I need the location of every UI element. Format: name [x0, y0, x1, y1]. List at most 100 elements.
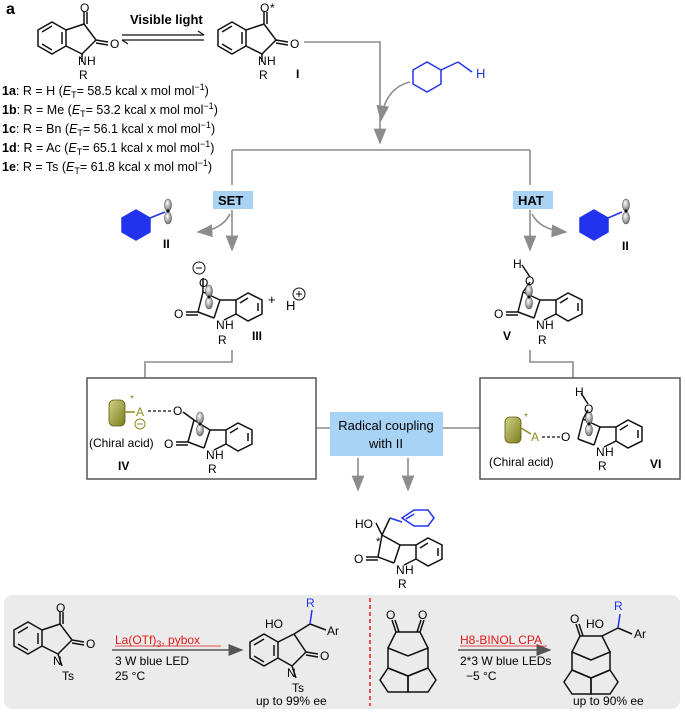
V-N: N	[536, 318, 545, 332]
IV-acid-A: A	[136, 405, 144, 419]
final-R: R	[398, 577, 407, 591]
VI-O: O	[561, 430, 570, 444]
IV-radical-dot	[198, 422, 202, 426]
radical-II-right: II	[622, 239, 629, 253]
IV-O-side: O	[164, 437, 173, 451]
intermediate-IV-label: IV	[118, 459, 129, 473]
proton-plus-circle	[292, 287, 306, 301]
right-product-structure	[563, 623, 633, 695]
left-product-HO: HO	[265, 617, 283, 631]
V-radical-dot	[527, 295, 531, 299]
IV-minus-circle	[134, 418, 146, 430]
III-R: R	[218, 333, 227, 347]
IV-O: O	[173, 404, 182, 418]
VI-lobe-bottom	[585, 423, 593, 437]
III-radical-dot	[207, 295, 211, 299]
V-O-side: O	[494, 307, 503, 321]
left-light: 3 W blue LED	[115, 654, 189, 668]
left-product-R: R	[306, 596, 315, 610]
excited-isatin-structure	[217, 12, 289, 62]
right-catalyst: H8-BINOL CPA	[460, 633, 542, 647]
IV-NH-H: H	[215, 448, 224, 462]
left-product-O: O	[320, 649, 329, 663]
final-N: N	[396, 563, 405, 577]
IV-lobe-top	[196, 411, 204, 425]
radical-II-left: II	[163, 237, 170, 251]
hat-label-bg	[513, 191, 553, 209]
right-product-R: R	[614, 599, 623, 613]
III-lobe-bottom	[205, 296, 213, 310]
isatin-structure	[37, 12, 109, 62]
left-product-Ar: Ar	[327, 624, 339, 638]
ts-isatin-N: N	[53, 654, 62, 668]
acenaphthene-O1: O	[386, 608, 395, 622]
substrate-entry-1e: 1e: R = Ts (ET= 61.8 kcal x mol mol−1)	[2, 158, 212, 176]
left-product-R-bond	[309, 609, 313, 625]
hat-label: HAT	[518, 193, 544, 208]
intermediate-I-label: I	[296, 67, 299, 81]
substrate-entry-1c: 1c: R = Bn (ET= 56.1 kcal x mol mol−1)	[2, 120, 215, 138]
final-product-benzyl	[389, 509, 435, 527]
IV-R: R	[208, 462, 217, 476]
toluene-structure	[412, 61, 473, 93]
excited-mark: *	[270, 1, 275, 15]
box-VI	[479, 377, 681, 480]
isatin-H: H	[87, 54, 96, 68]
III-O-top: O	[199, 276, 208, 290]
IV-structure	[176, 411, 253, 452]
set-label: SET	[218, 193, 243, 208]
substrate-entry-1b: 1b: R = Me (ET= 53.2 kcal x mol mol−1)	[2, 101, 218, 119]
intermediate-III-label: III	[252, 329, 262, 343]
left-product-N: N	[287, 666, 296, 680]
set-label-bg	[213, 191, 253, 209]
VI-acid-A: A	[531, 430, 539, 444]
VI-H: H	[575, 385, 584, 399]
chiral-acid-block-left	[108, 399, 126, 427]
excited-R: R	[259, 68, 268, 82]
final-O: O	[354, 552, 363, 566]
substrate-list: 1a: R = H (ET= 58.5 kcal x mol mol−1)1b:…	[2, 82, 218, 176]
excited-O1: O	[260, 1, 269, 15]
intermediate-VI-label: VI	[650, 457, 661, 471]
ts-isatin-Ts: Ts	[62, 669, 74, 683]
VI-acid-star: *	[524, 412, 528, 423]
panel-b-background	[4, 595, 680, 709]
excited-N: N	[258, 54, 267, 68]
right-light: 2*3 W blue LEDs	[460, 654, 551, 668]
VI-N: N	[596, 445, 605, 459]
VI-structure	[577, 392, 643, 449]
intermediate-V-structure	[506, 264, 583, 322]
isatin-O1: O	[80, 1, 89, 15]
left-catalyst: La(OTf)3, pybox	[115, 633, 200, 649]
intermediate-V-label: V	[503, 329, 511, 343]
substrate-entry-1d: 1d: R = Ac (ET= 65.1 kcal x mol mol−1)	[2, 139, 214, 157]
right-product-HO: HO	[586, 617, 604, 631]
VI-radical-dot	[587, 422, 591, 426]
right-ee: up to 90% ee	[573, 694, 644, 708]
left-ee: up to 99% ee	[256, 694, 327, 708]
toluene-H: H	[476, 66, 485, 81]
box-IV	[86, 377, 317, 480]
plus-sign: +	[268, 292, 276, 307]
main-flow-lines	[231, 41, 531, 185]
right-temperature: −5 °C	[466, 669, 497, 683]
left-temperature: 25 °C	[115, 669, 145, 683]
radical-coupling-line1: Radical coupling	[338, 418, 433, 433]
III-H: H	[225, 318, 234, 332]
IV-lobe-bottom	[196, 423, 204, 437]
right-product-Ar: Ar	[634, 627, 646, 641]
ts-isatin-O2: O	[86, 637, 95, 651]
VI-acid-bond	[520, 427, 532, 435]
excited-H: H	[267, 54, 276, 68]
benzyl-radical-left	[121, 198, 172, 241]
IV-N: N	[206, 448, 215, 462]
right-product-R-bond	[617, 613, 621, 629]
chiral-acid-left-label: (Chiral acid)	[89, 436, 154, 450]
intermediate-III-structure	[186, 278, 263, 322]
V-O-top: O	[525, 274, 534, 288]
chiral-acid-block-right	[504, 416, 522, 444]
radical-coupling-line2: with II	[368, 436, 403, 451]
VI-R: R	[598, 459, 607, 473]
V-H: H	[513, 257, 522, 271]
